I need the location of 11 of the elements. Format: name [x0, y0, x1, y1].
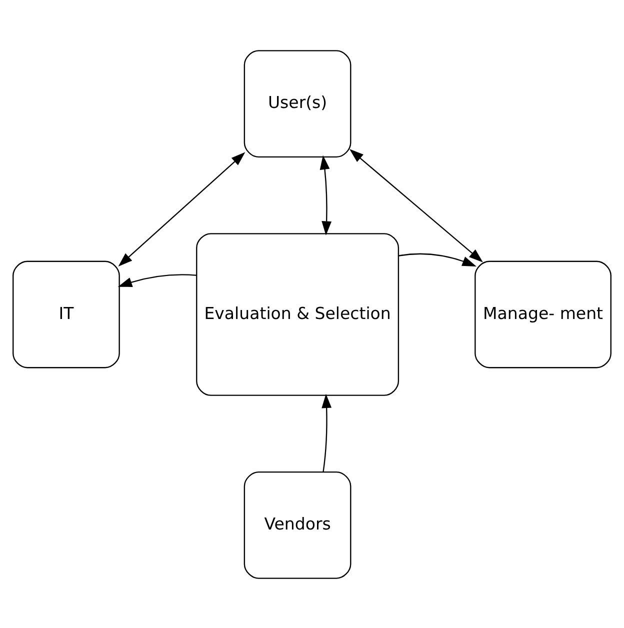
node-box: User(s): [244, 50, 352, 158]
node-box: Evaluation & Selection: [196, 232, 400, 396]
arrow: [349, 148, 483, 262]
arrow: [398, 252, 476, 266]
arrow: [322, 393, 332, 472]
node-box: Vendors: [244, 470, 352, 578]
arrow: [118, 152, 246, 266]
arrow: [320, 154, 332, 235]
node-box: Manage- ment: [474, 260, 612, 368]
arrow: [118, 274, 196, 286]
node-box: IT: [12, 260, 120, 368]
